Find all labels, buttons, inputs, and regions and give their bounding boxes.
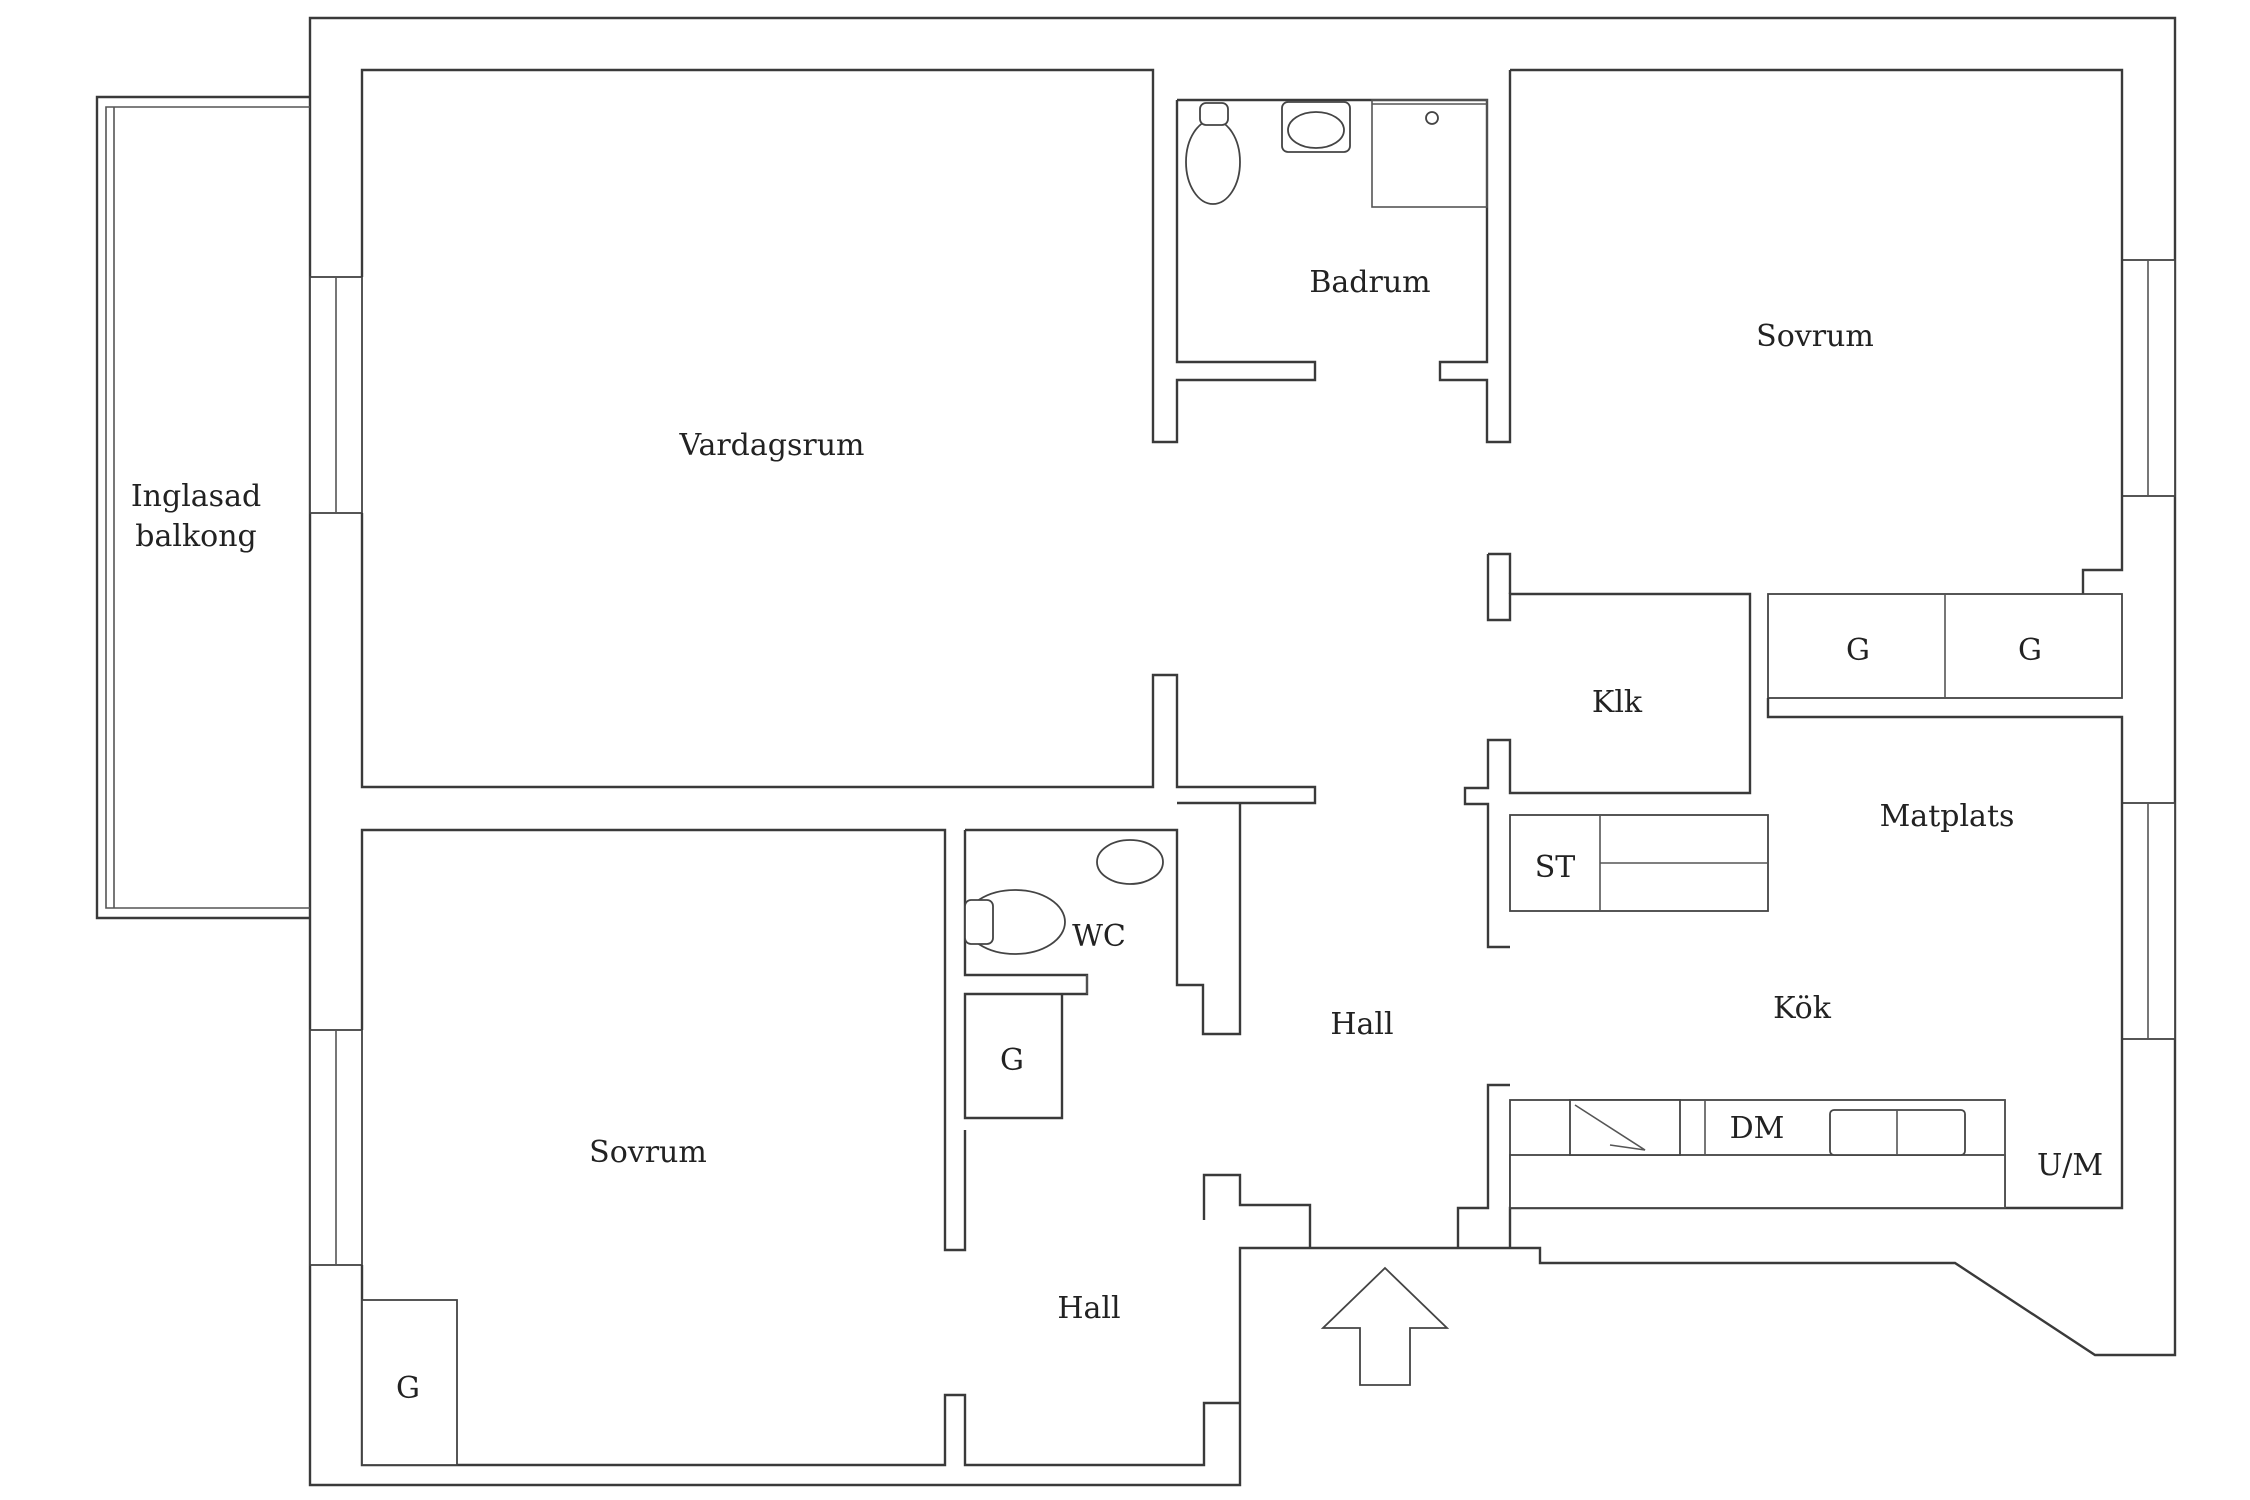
label-sovrum-ne: Sovrum <box>1756 319 1874 354</box>
label-g-ne-1: G <box>1846 633 1870 668</box>
label-matplats: Matplats <box>1880 799 2015 834</box>
label-hall-lower: Hall <box>1057 1291 1120 1326</box>
living-room-walls <box>360 513 1317 805</box>
label-inglasad: Inglasad <box>131 479 261 514</box>
label-kok: Kök <box>1773 991 1832 1026</box>
label-g-hall: G <box>1000 1043 1024 1078</box>
closet-sw <box>361 1299 458 1466</box>
exterior-wall <box>308 16 2177 1487</box>
entry-walls <box>1202 1173 1312 1248</box>
label-hall-main: Hall <box>1330 1007 1393 1042</box>
label-g-ne-2: G <box>2018 633 2042 668</box>
counter <box>1509 1154 2006 1209</box>
bedroom-sw-walls <box>360 828 967 1252</box>
label-wc: WC <box>1072 919 1126 954</box>
balcony <box>95 95 310 920</box>
closets-ne <box>1463 552 2123 949</box>
label-um: U/M <box>2037 1148 2103 1183</box>
toilet-icon <box>1185 119 1241 205</box>
label-balkong: balkong <box>135 519 256 554</box>
shower-icon <box>1425 111 1439 125</box>
label-sovrum-sw: Sovrum <box>589 1135 707 1170</box>
label-g-sw: G <box>396 1371 420 1406</box>
bedroom-ne-walls <box>1510 68 2124 594</box>
entrance-arrow-icon <box>1320 1266 1450 1386</box>
wc <box>963 803 1242 1120</box>
sink-icon <box>1096 839 1164 885</box>
label-vardagsrum: Vardagsrum <box>679 428 865 463</box>
label-klk: Klk <box>1592 685 1643 720</box>
label-st: ST <box>1535 850 1576 885</box>
label-dm: DM <box>1730 1111 1785 1146</box>
windows <box>309 259 2176 1266</box>
label-badrum: Badrum <box>1309 265 1430 300</box>
bathroom <box>1177 70 1512 444</box>
stove-icon <box>1569 1099 1681 1156</box>
kitchen <box>1456 698 2124 1248</box>
